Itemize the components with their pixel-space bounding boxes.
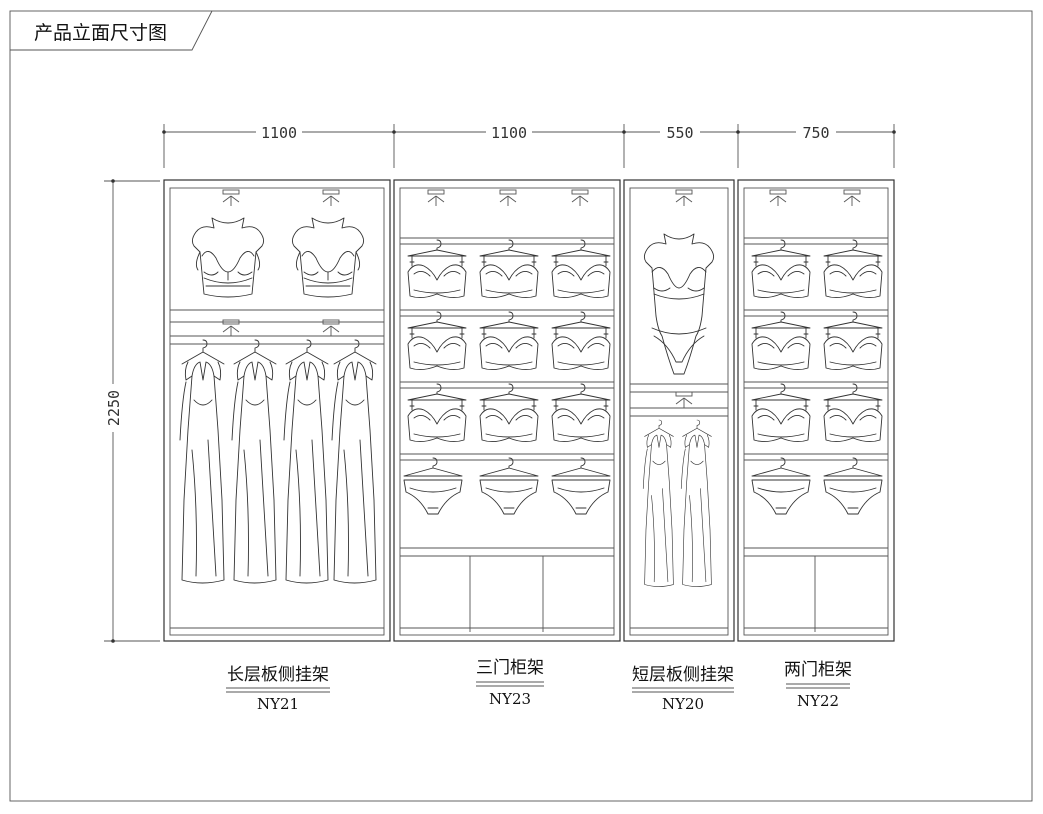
height-dimension-line	[104, 179, 160, 643]
hanging-dress-icon	[179, 339, 225, 584]
hanging-dress-icon	[231, 339, 277, 584]
spotlight-icon	[675, 189, 693, 207]
hanging-dress-icon	[642, 419, 674, 587]
cabinet-ny20	[623, 179, 735, 642]
width-dimension-2: 1100	[491, 124, 527, 142]
hanger-bra-icon	[751, 239, 811, 299]
hanger-bra-icon	[551, 239, 611, 299]
hanger-bra-icon	[407, 239, 467, 299]
hanger-bra-icon	[479, 311, 539, 371]
hanging-dress-icon	[680, 419, 712, 587]
hanging-dress-icon	[331, 339, 377, 584]
hanger-panty-icon	[551, 457, 611, 515]
drawing-title: 产品立面尺寸图	[34, 22, 167, 44]
bust-bra-icon	[291, 217, 365, 298]
cabinet-label-ny20: 短层板侧挂架 NY20	[632, 665, 734, 713]
hanger-bra-icon	[551, 311, 611, 371]
width-dimension-line	[162, 123, 896, 168]
cabinet-code: NY20	[662, 695, 704, 713]
spotlight-icon	[571, 189, 589, 207]
hanger-bra-icon	[823, 311, 883, 371]
bust-bra-icon	[191, 217, 265, 298]
cabinet-code: NY21	[257, 695, 299, 713]
hanger-panty-icon	[823, 457, 883, 515]
hanger-panty-icon	[479, 457, 539, 515]
hanger-bra-icon	[479, 383, 539, 443]
height-dimension: 2250	[105, 390, 123, 426]
cabinet-name: 长层板侧挂架	[227, 665, 329, 685]
cabinet-label-ny21: 长层板侧挂架 NY21	[226, 665, 330, 713]
hanger-bra-icon	[551, 383, 611, 443]
sheet-border	[9, 10, 1033, 802]
spotlight-icon	[322, 189, 340, 207]
cabinet-name: 两门柜架	[784, 660, 852, 680]
cabinet-code: NY23	[489, 690, 531, 708]
hanger-bra-icon	[823, 239, 883, 299]
cabinet-ny21	[163, 179, 391, 642]
full-mannequin-icon	[643, 233, 715, 375]
hanger-bra-icon	[479, 239, 539, 299]
hanger-bra-icon	[407, 383, 467, 443]
cabinet-ny23	[393, 179, 621, 642]
cabinet-name: 短层板侧挂架	[632, 665, 734, 685]
width-dimension-3: 550	[666, 124, 693, 142]
title-tab	[10, 10, 213, 51]
spotlight-icon	[427, 189, 445, 207]
spotlight-icon	[843, 189, 861, 207]
width-dimension-1: 1100	[261, 124, 297, 142]
spotlight-icon	[222, 189, 240, 207]
cabinet-label-ny22: 两门柜架 NY22	[784, 660, 852, 710]
cabinet-code: NY22	[797, 692, 839, 710]
cabinet-label-ny23: 三门柜架 NY23	[476, 658, 544, 708]
spotlight-icon	[769, 189, 787, 207]
spotlight-icon	[499, 189, 517, 207]
hanging-dress-icon	[283, 339, 329, 584]
hanger-bra-icon	[407, 311, 467, 371]
cabinet-name: 三门柜架	[476, 658, 544, 678]
spotlight-icon	[675, 391, 693, 409]
hanger-panty-icon	[751, 457, 811, 515]
hanger-panty-icon	[403, 457, 463, 515]
hanger-bra-icon	[751, 311, 811, 371]
hanger-bra-icon	[751, 383, 811, 443]
cabinet-ny22	[737, 179, 895, 642]
width-dimension-4: 750	[802, 124, 829, 142]
hanger-bra-icon	[823, 383, 883, 443]
